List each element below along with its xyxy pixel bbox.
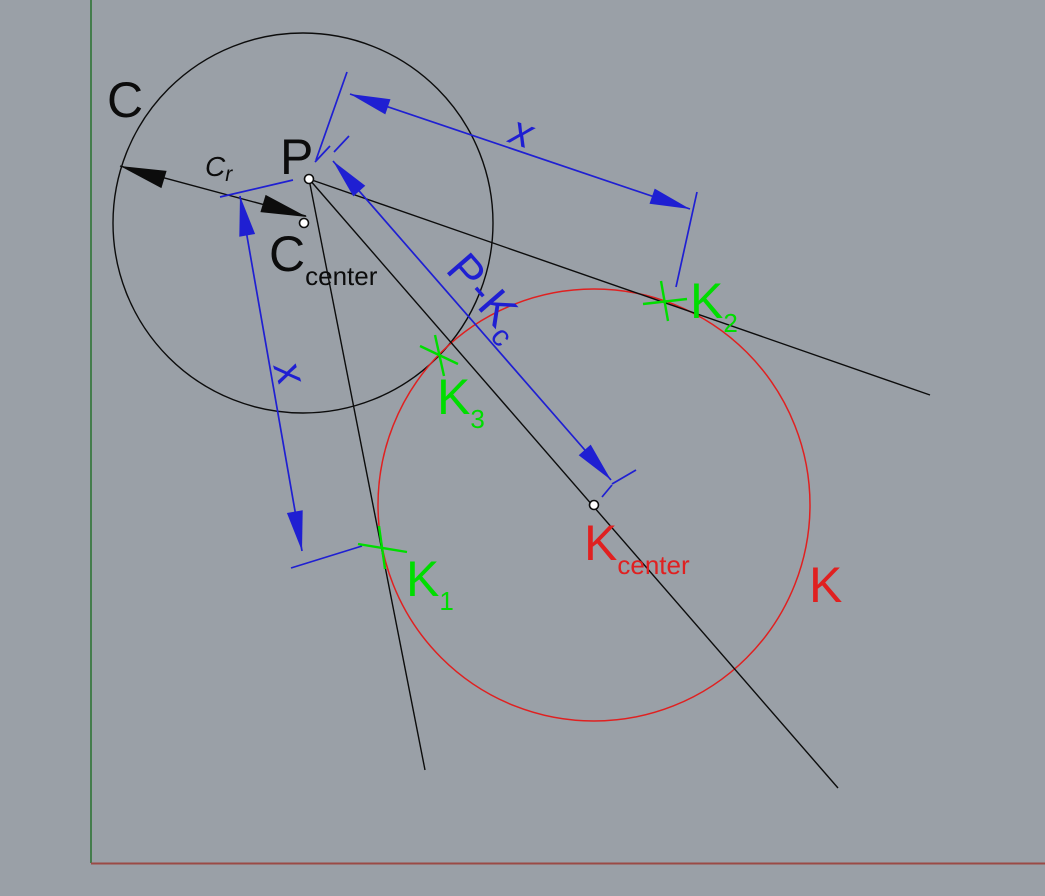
circle-c-label[interactable]: C bbox=[107, 72, 143, 128]
point-markers bbox=[298, 173, 600, 511]
construction-circle-c[interactable] bbox=[112, 32, 494, 414]
x-left-arrowhead-bottom bbox=[286, 510, 303, 551]
x-left-extension-top bbox=[219, 179, 294, 198]
circle-k-label[interactable]: K bbox=[809, 557, 842, 613]
x-left-extension-bottom bbox=[290, 545, 363, 569]
k2-cross-arm-2 bbox=[659, 280, 670, 322]
circle-k-curve bbox=[377, 288, 811, 722]
x-top-extension-right bbox=[675, 191, 698, 288]
tangent-point-k2[interactable]: K2 bbox=[642, 273, 738, 338]
p-kc-dimension-line bbox=[332, 160, 612, 481]
circle-c-curve bbox=[112, 32, 494, 414]
x-top-arrowhead-right bbox=[649, 188, 690, 209]
k2-label: K2 bbox=[690, 273, 738, 338]
tangent-line-2 bbox=[308, 178, 426, 771]
x-left-arrowhead-top bbox=[239, 196, 256, 237]
circle-k[interactable] bbox=[377, 288, 811, 722]
tangent-line-lower[interactable] bbox=[308, 178, 426, 771]
intersection-point-k3[interactable]: K3 bbox=[419, 334, 485, 434]
tangent-point-k1[interactable]: K1 bbox=[357, 525, 454, 616]
world-axes bbox=[90, 0, 1045, 865]
point-p-label[interactable]: P bbox=[280, 129, 313, 185]
tangent-line-upper[interactable] bbox=[308, 178, 931, 396]
p-kc-tick-top bbox=[333, 135, 350, 153]
p-kc-arrowhead-top bbox=[333, 161, 366, 197]
p-kc-tick-bottom-2 bbox=[601, 484, 613, 498]
k1-label: K1 bbox=[406, 551, 454, 616]
point-p-dot[interactable] bbox=[303, 173, 315, 185]
tangent-line-1 bbox=[308, 178, 931, 396]
k3-cross-arm-2 bbox=[433, 334, 446, 377]
k1-cross-arm-2 bbox=[377, 525, 387, 570]
x-left-dimension-line bbox=[239, 195, 303, 552]
annotation-labels: C P Ccenter Kcenter K bbox=[107, 72, 842, 613]
x-top-extension-left bbox=[315, 71, 348, 161]
cr-dimension-label: Cr bbox=[205, 151, 233, 186]
center-line bbox=[308, 178, 839, 789]
x-top-dimension-line bbox=[349, 93, 691, 210]
point-k-center-dot[interactable] bbox=[588, 499, 600, 511]
c-center-label[interactable]: Ccenter bbox=[269, 226, 378, 291]
point-c-center-dot[interactable] bbox=[298, 217, 310, 229]
x-top-tick-near-p bbox=[314, 145, 331, 163]
x-top-arrowhead-left bbox=[350, 94, 391, 115]
cr-arrowhead-left bbox=[120, 166, 167, 189]
secant-line-p-kcenter[interactable] bbox=[308, 178, 839, 789]
p-kc-tick-bottom bbox=[611, 469, 637, 485]
p-kc-arrowhead-bottom bbox=[578, 444, 611, 480]
k3-label: K3 bbox=[437, 369, 485, 434]
cr-arrowhead-right bbox=[260, 194, 307, 217]
k-center-label[interactable]: Kcenter bbox=[584, 515, 690, 580]
radius-dimension-cr[interactable]: Cr bbox=[119, 151, 307, 217]
